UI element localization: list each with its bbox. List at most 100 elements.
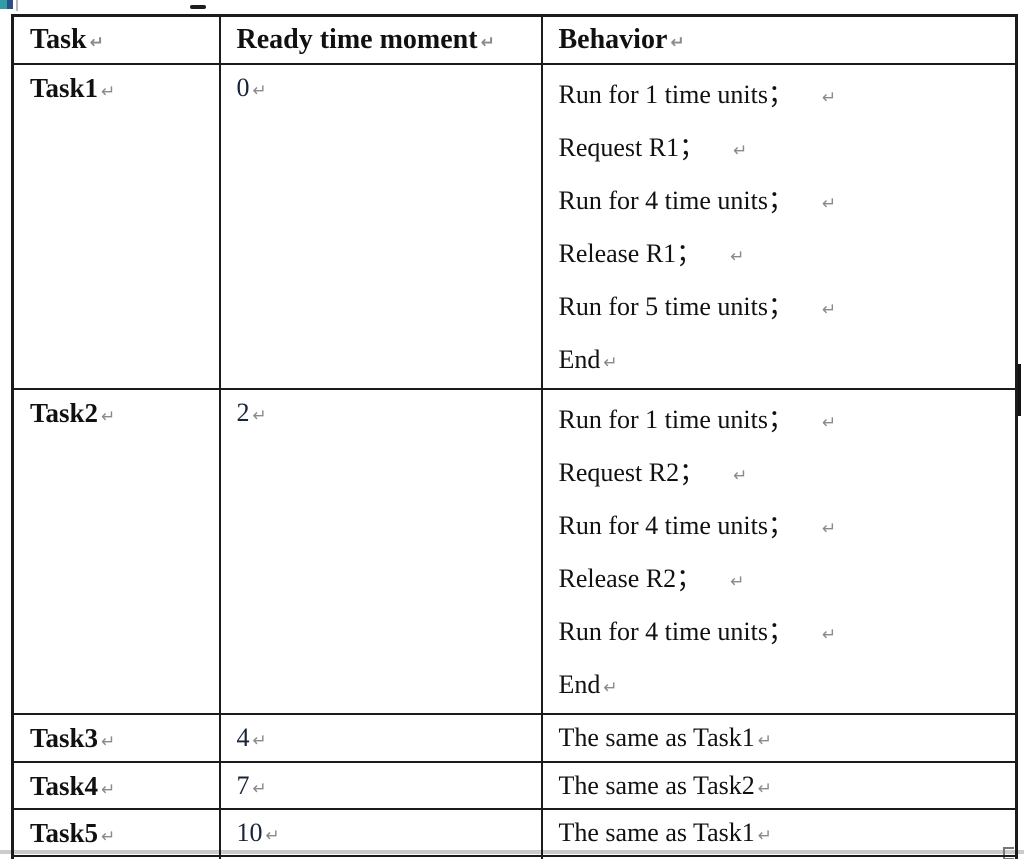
table-row: Task3↵4↵The same as Task1↵ (11, 712, 1018, 763)
header-label: Ready time moment (236, 24, 478, 55)
paragraph-mark-icon: ↵ (603, 352, 618, 373)
behavior-text: The same as Task1 (558, 817, 755, 847)
paragraph-mark-icon: ↵ (101, 826, 116, 847)
ready-time-cell: 2↵ (218, 387, 543, 715)
behavior-text: End (558, 344, 601, 374)
behavior-line: Run for 1 time units； ↵ (558, 70, 1015, 123)
behavior-line: Release R1； ↵ (558, 229, 1015, 282)
behavior-line: Run for 5 time units； ↵ (558, 282, 1015, 335)
behavior-line: The same as Task2↵ (558, 768, 1015, 807)
paragraph-mark-icon: ↵ (757, 825, 773, 846)
behavior-text: Run for 4 time units； (558, 616, 794, 646)
task-cell: Task5↵ (11, 807, 221, 857)
task-name: Task5 (30, 817, 99, 848)
behavior-cell: The same as Task2↵ (540, 760, 1018, 810)
table-handle-icon[interactable] (0, 0, 13, 9)
paragraph-mark-icon: ↵ (733, 465, 748, 486)
paragraph-mark-icon: ↵ (821, 87, 837, 108)
behavior-text: Run for 1 time units； (558, 79, 794, 109)
paragraph-mark-icon: ↵ (603, 677, 618, 698)
behavior-text: Run for 4 time units； (558, 185, 794, 215)
behavior-text: Request R2； (558, 457, 706, 487)
behavior-text: The same as Task2 (558, 770, 755, 800)
paragraph-mark-icon: ↵ (252, 405, 267, 426)
paragraph-mark-icon: ↵ (480, 33, 495, 53)
right-edge-bar (1017, 364, 1021, 416)
task-cell: Task2↵ (11, 387, 221, 715)
task-name: Task1 (30, 72, 99, 103)
ready-time-value: 7 (236, 770, 250, 800)
paragraph-mark-icon: ↵ (821, 624, 837, 645)
header-cell-task: Task↵ (11, 14, 221, 65)
ready-time-cell: 12↵ (218, 854, 543, 859)
header-cell-ready-time: Ready time moment↵ (218, 14, 543, 65)
task-name: Task4 (30, 770, 99, 801)
ready-time-value: 0 (236, 72, 250, 102)
ready-time-value: 2 (236, 397, 250, 427)
table-header-row: Task↵Ready time moment↵Behavior↵ (11, 14, 1018, 65)
paragraph-mark-icon: ↵ (821, 412, 837, 433)
table-body: Task1↵0↵Run for 1 time units；↵Request R1… (11, 62, 1018, 859)
behavior-line: The same as Task1↵ (558, 720, 1015, 759)
ready-time-cell: 7↵ (218, 760, 543, 810)
paragraph-mark-icon: ↵ (821, 518, 837, 539)
table-row: Task5↵10↵The same as Task1↵ (11, 807, 1018, 857)
behavior-text: Run for 4 time units； (558, 510, 794, 540)
task-cell: Task4↵ (11, 760, 221, 810)
task-name: Task3 (30, 722, 99, 753)
paragraph-mark-icon: ↵ (757, 778, 773, 799)
task-schedule-table[interactable]: Task↵Ready time moment↵Behavior↵ Task1↵0… (11, 14, 1018, 859)
table-row: Task1↵0↵Run for 1 time units；↵Request R1… (11, 62, 1018, 390)
behavior-text: Run for 1 time units； (558, 404, 794, 434)
task-name: Task2 (30, 397, 99, 428)
behavior-line: Request R1； ↵ (558, 123, 1015, 176)
behavior-text: Release R2； (558, 563, 703, 593)
paragraph-mark-icon: ↵ (821, 193, 837, 214)
paragraph-mark-icon: ↵ (730, 246, 745, 267)
behavior-line: Run for 4 time units； ↵ (558, 176, 1015, 229)
task-cell: Task6↵ (11, 854, 221, 859)
behavior-line: Run for 1 time units； ↵ (558, 395, 1015, 448)
ready-time-value: 10 (236, 817, 263, 847)
behavior-line: End↵ (558, 335, 1015, 387)
behavior-text: End (558, 669, 601, 699)
paragraph-mark-icon: ↵ (101, 779, 116, 800)
paragraph-mark-icon: ↵ (101, 406, 116, 427)
behavior-text: The same as Task1 (558, 722, 755, 752)
paragraph-mark-icon: ↵ (733, 140, 748, 161)
paragraph-mark-icon: ↵ (89, 33, 104, 53)
behavior-cell: Run for 1 time units；↵Request R1；↵Run fo… (540, 62, 1018, 390)
behavior-text: Request R1； (558, 132, 706, 162)
behavior-line: Run for 4 time units； ↵ (558, 607, 1015, 660)
paragraph-mark-icon: ↵ (101, 81, 116, 102)
task-cell: Task1↵ (11, 62, 221, 390)
header-label: Task (30, 24, 87, 55)
behavior-text: Run for 5 time units； (558, 291, 794, 321)
behavior-text: Release R1； (558, 238, 703, 268)
paragraph-mark-icon: ↵ (670, 33, 685, 53)
behavior-cell: The same as Task1↵ (540, 712, 1018, 763)
behavior-line: Release R2； ↵ (558, 554, 1015, 607)
header-cell-behavior: Behavior↵ (540, 14, 1018, 65)
paragraph-mark-icon: ↵ (730, 571, 745, 592)
behavior-line: End↵ (558, 660, 1015, 712)
table-row: Task2↵2↵Run for 1 time units；↵Request R2… (11, 387, 1018, 715)
stray-dash (190, 5, 206, 9)
table-row: Task4↵7↵The same as Task2↵ (11, 760, 1018, 810)
behavior-line: Run for 4 time units； ↵ (558, 501, 1015, 554)
ready-time-value: 4 (236, 722, 250, 752)
ready-time-cell: 0↵ (218, 62, 543, 390)
header-label: Behavior (558, 24, 668, 55)
paragraph-mark-icon: ↵ (821, 299, 837, 320)
paragraph-mark-icon: ↵ (252, 778, 267, 799)
table-row: Task6↵12↵The same as Task2↵ (11, 854, 1018, 859)
corner-divider-line (16, 0, 18, 11)
paragraph-mark-icon: ↵ (757, 730, 773, 751)
paragraph-mark-icon: ↵ (252, 730, 267, 751)
behavior-cell: Run for 1 time units；↵Request R2；↵Run fo… (540, 387, 1018, 715)
ready-time-cell: 10↵ (218, 807, 543, 857)
paragraph-mark-icon: ↵ (252, 80, 267, 101)
task-cell: Task3↵ (11, 712, 221, 763)
ready-time-cell: 4↵ (218, 712, 543, 763)
